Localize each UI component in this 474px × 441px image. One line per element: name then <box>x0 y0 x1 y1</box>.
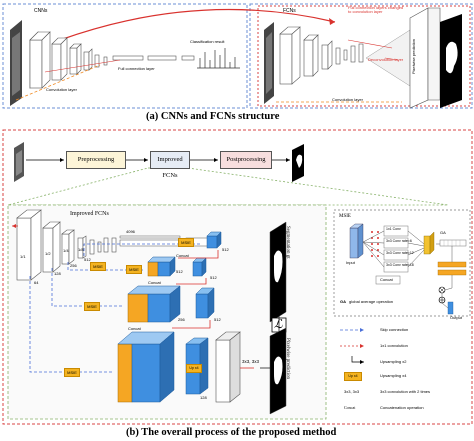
encoder-blocks <box>16 209 117 281</box>
up-x4-tag: Up x4 <box>186 364 202 373</box>
msie-conv-2: 3x3 Conv rate=6 <box>386 239 412 243</box>
decoder-cube-2 <box>147 256 207 277</box>
size-label-512: 512 <box>84 257 91 262</box>
legend-upsampling-x4: Upsampling x4 <box>380 373 407 378</box>
legend-swatches <box>340 328 364 364</box>
msie-input-label: Input <box>346 260 355 265</box>
decoder-cube-3 <box>127 285 215 323</box>
upsample-arrows <box>172 250 254 369</box>
legend-concatenation: Concatenation operation <box>380 405 424 410</box>
msie-concat-label: Concat <box>380 277 393 282</box>
pipeline-input-image <box>14 142 24 182</box>
cnn-input-image <box>10 20 22 106</box>
msie-input-block <box>349 223 364 259</box>
msie-tag-3: MSIE <box>84 302 100 311</box>
legend-upx4-swatch: Up x4 <box>344 372 362 381</box>
msie-output-label: Output <box>450 315 463 320</box>
loss-symbol: ℒ <box>274 317 283 331</box>
preprocessing-box: Preprocessing <box>66 151 126 169</box>
msie-dots <box>371 231 379 257</box>
zoom-funnel <box>7 167 449 206</box>
classification-bars <box>197 48 240 69</box>
decoder-cube-1 <box>206 231 222 249</box>
size-label-512d: 512 <box>210 275 217 280</box>
size-label-512e: 512 <box>214 317 221 322</box>
size-label-512c: 512 <box>176 269 183 274</box>
caption-a: (a) CNNs and FCNs structure <box>146 111 280 122</box>
concat-label-2: Concat <box>148 280 161 285</box>
dim-label-4: 1/8 <box>78 247 84 252</box>
prediction-mask <box>269 327 287 415</box>
cnns-label: CNNs <box>34 8 48 14</box>
msie-yellow-block <box>423 231 435 255</box>
msie-branches <box>362 230 425 268</box>
msie-ga-abbr: GA <box>340 299 346 304</box>
dim-label-1: 1/1 <box>20 254 26 259</box>
classification-label: Classification result <box>190 39 225 44</box>
msie-tag-5: MSIE <box>90 262 106 271</box>
pipeline-output-mask <box>292 144 304 182</box>
fcn-prediction-mask <box>440 14 462 108</box>
improved-fcns-box: Improved FCNs <box>150 151 190 179</box>
legend-3x3-swatch: 3x3, 3x3 <box>344 389 360 394</box>
legend-3x3-conv: 3x3 convolution with 2 times <box>380 389 431 394</box>
improved-fcns-title: Improved FCNs <box>70 211 109 217</box>
legend-concat-swatch: Concat <box>344 405 356 410</box>
msie-tag-2: MSIE <box>126 265 142 274</box>
transfer-arc <box>59 8 336 41</box>
size-label-4096: 4096 <box>126 229 135 234</box>
msie-output-block <box>447 301 454 315</box>
size-label-256: 256 <box>70 263 77 268</box>
size-label-64: 64 <box>34 280 39 285</box>
skip-connections <box>29 243 200 373</box>
msie-ga-box-label: GA <box>440 230 446 235</box>
segmentation-gt-label: Segmentation gt <box>285 226 290 259</box>
concat-label-1: Concat <box>176 253 189 258</box>
conv-3x3-label: 3x3, 3x3 <box>242 359 260 364</box>
fcn-convolution-label: Convolution layer <box>332 97 363 102</box>
msie-title: MSIE <box>339 214 351 219</box>
legend-1x1-conv: 1x1 convolution <box>380 343 408 348</box>
size-label-128b: 128 <box>200 395 207 400</box>
msie-tag-4: MSIE <box>64 368 80 377</box>
part-b-border <box>2 129 473 425</box>
seg-gt-mask <box>269 221 287 323</box>
msie-ga-description: global average operation <box>349 299 394 304</box>
legend-skip-connection: Skip connection <box>380 327 409 332</box>
cnn-conv-blocks <box>29 31 108 89</box>
fcn-panel-border <box>249 3 473 109</box>
msie-conv-4: 3x3 Conv rate=18 <box>386 263 414 267</box>
size-label-512b: 512 <box>222 247 229 252</box>
legend-upsampling-x2: Upsampling x2 <box>380 359 407 364</box>
msie-conv-3: 3x3 Conv rate=12 <box>386 251 414 255</box>
msie-concat-box <box>375 275 401 285</box>
pixelwise-prediction-label: Pixelwise prediction <box>285 338 290 379</box>
full-connection-bars <box>112 55 195 61</box>
output-slab <box>215 331 241 403</box>
dim-label-2: 1/2 <box>45 251 51 256</box>
full-connection-label: Full connection layer <box>118 66 155 71</box>
msie-conv-1: 1x1 Conv <box>386 227 401 231</box>
fcns-label: FCNs <box>283 8 296 14</box>
postprocessing-box: Postprocessing <box>220 151 272 169</box>
size-label-128: 128 <box>54 271 61 276</box>
concat-label-3: Concat <box>128 326 141 331</box>
size-label-256b: 256 <box>178 317 185 322</box>
fc-to-conv-label: Full connection layers changed to convol… <box>348 5 404 14</box>
cnn-panel-border <box>2 3 248 109</box>
msie-ga-vector <box>439 239 467 247</box>
convolution-layer-label: Convolution layer <box>46 87 77 92</box>
fcn-conv-blocks <box>279 26 364 85</box>
dim-label-3: 1/4 <box>63 248 69 253</box>
caption-b: (b) The overall process of the proposed … <box>126 427 337 438</box>
fcn-inner-border <box>257 5 471 107</box>
fcn-prediction-label: Pixelwise prediction <box>411 38 416 74</box>
msie-tag-1: MSIE <box>178 238 194 247</box>
fcn-input-image <box>264 22 274 104</box>
deconvolution-label: Deconvolution layer <box>368 57 404 62</box>
